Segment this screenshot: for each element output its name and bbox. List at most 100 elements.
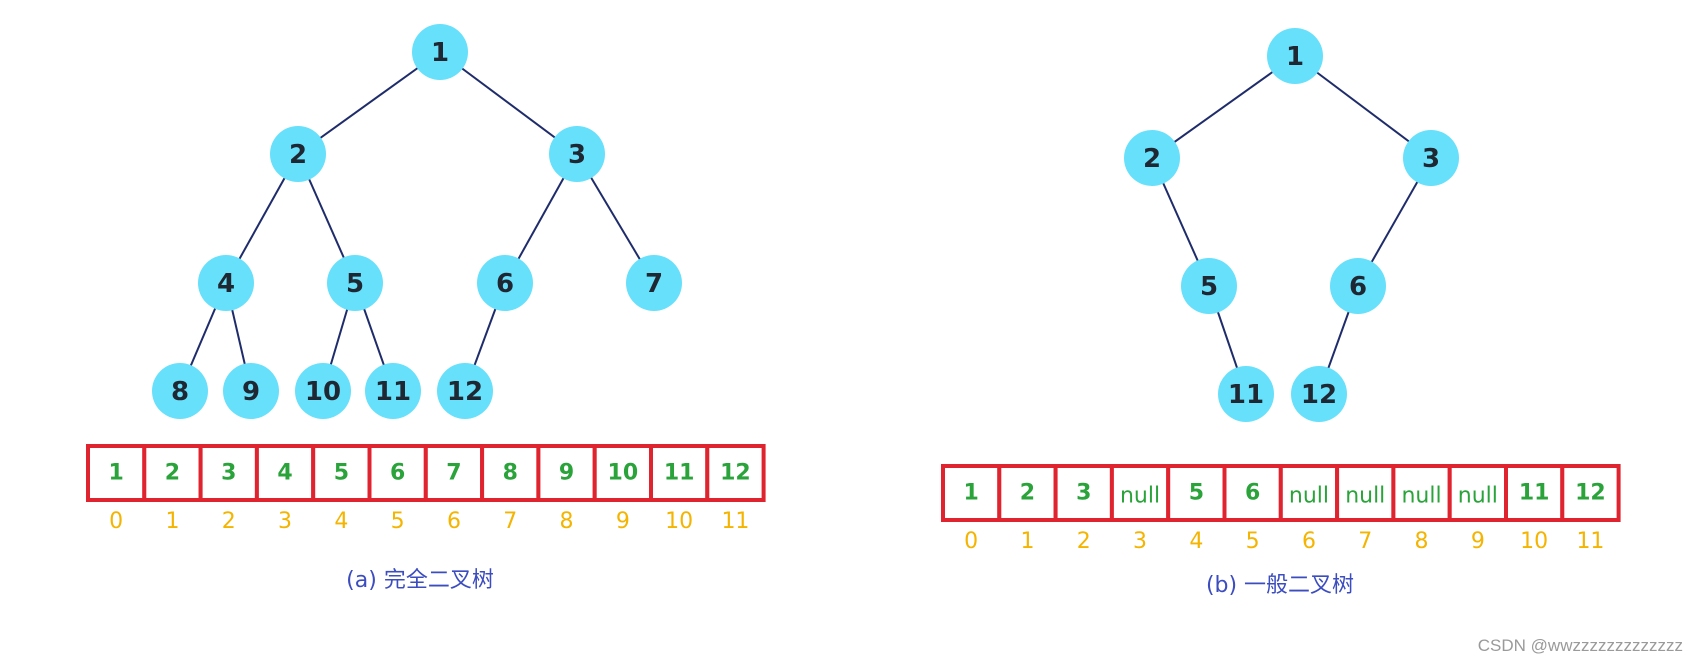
array-cell-box	[1222, 464, 1283, 522]
array-cell: 3	[198, 444, 259, 502]
tree-node-1: 1	[1267, 28, 1323, 84]
array-index-label: 9	[616, 509, 630, 534]
tree-node-label: 10	[305, 377, 341, 407]
array-index-label: 10	[665, 509, 693, 534]
array-index-label: 8	[1415, 529, 1429, 554]
edge-1-3	[1294, 55, 1432, 159]
array-cell-box	[1504, 464, 1565, 522]
array-index-label: 11	[721, 509, 749, 534]
tree-node-circle	[198, 255, 254, 311]
array-cell-value: 3	[221, 461, 236, 486]
tree-node-circle	[1218, 366, 1274, 422]
array-cell: 5	[1166, 464, 1227, 522]
array-index-label: 0	[964, 529, 978, 554]
tree-node-label: 8	[171, 377, 189, 407]
array-cell-value: 10	[608, 461, 639, 486]
caption-general-binary-tree: (b) 一般二叉树	[1206, 573, 1354, 598]
array-cell: null	[1109, 464, 1171, 522]
array-index-label: 4	[1189, 529, 1203, 554]
tree-node-11: 11	[1218, 366, 1274, 422]
tree-node-circle	[1291, 366, 1347, 422]
array-cell: 10	[592, 444, 654, 502]
tree-node-label: 11	[1228, 380, 1264, 410]
array-cell-value: 5	[1189, 481, 1204, 506]
tree-node-2: 2	[270, 126, 326, 182]
array-cell: 7	[423, 444, 485, 502]
array-cell-value: 1	[963, 481, 978, 506]
tree-node-4: 4	[198, 255, 254, 311]
tree-node-circle	[295, 363, 351, 419]
tree-node-circle	[626, 255, 682, 311]
array-index-label: 2	[222, 509, 236, 534]
tree-node-6: 6	[1330, 258, 1386, 314]
tree-node-circle	[1403, 130, 1459, 186]
tree-node-5: 5	[1181, 258, 1237, 314]
tree-node-label: 6	[496, 269, 514, 299]
tree-node-12: 12	[437, 363, 493, 419]
tree-node-circle	[1124, 130, 1180, 186]
array-cell: 1	[86, 444, 147, 502]
tree-node-circle	[223, 363, 279, 419]
array-cell-value: 1	[108, 461, 123, 486]
tree-node-2: 2	[1124, 130, 1180, 186]
array-cell-value: 11	[1519, 481, 1550, 506]
array-cell: null	[1335, 464, 1396, 522]
array-index-label: 5	[391, 509, 405, 534]
array-index-label: 6	[447, 509, 461, 534]
tree-node-label: 5	[1200, 272, 1218, 302]
array-cell-box	[1391, 464, 1452, 522]
array-cell-box	[86, 444, 147, 502]
array-cell-value: null	[1120, 484, 1160, 509]
array-cell: 3	[1053, 464, 1114, 522]
array-cell: 12	[705, 444, 766, 502]
edge-1-2	[1151, 55, 1296, 159]
tree-node-7: 7	[626, 255, 682, 311]
array-index-label: 4	[334, 509, 348, 534]
array-cell-value: 6	[390, 461, 405, 486]
array-cell: null	[1278, 464, 1340, 522]
array-cell-value: 11	[664, 461, 695, 486]
array-cell-value: 3	[1076, 481, 1091, 506]
array-cell-value: 7	[446, 461, 461, 486]
tree-node-label: 3	[1422, 144, 1440, 174]
caption-complete-binary-tree: (a) 完全二叉树	[346, 568, 494, 593]
tree-node-label: 1	[431, 38, 449, 68]
array-index-label: 1	[165, 509, 179, 534]
array-cell: 12	[1560, 464, 1621, 522]
array-cell: 6	[1222, 464, 1283, 522]
array-cell-value: 2	[1020, 481, 1035, 506]
tree-node-circle	[327, 255, 383, 311]
tree-node-circle	[1330, 258, 1386, 314]
array-cell: 11	[649, 444, 710, 502]
tree-node-5: 5	[327, 255, 383, 311]
array-index-label: 10	[1520, 529, 1548, 554]
tree-node-label: 11	[375, 377, 411, 407]
tree-node-circle	[152, 363, 208, 419]
tree-node-circle	[1267, 28, 1323, 84]
array-index-label: 3	[1133, 529, 1147, 554]
array-cell-value: 9	[559, 461, 574, 486]
tree-node-label: 2	[289, 140, 307, 170]
array-cell-value: null	[1345, 484, 1385, 509]
array-cell-value: 6	[1245, 481, 1260, 506]
array-index-label: 5	[1246, 529, 1260, 554]
tree-node-circle	[477, 255, 533, 311]
tree-node-6: 6	[477, 255, 533, 311]
array-cell-value: 4	[277, 461, 292, 486]
tree-node-label: 2	[1143, 144, 1161, 174]
array-cell-value: 12	[720, 461, 751, 486]
array-cell-value: 2	[165, 461, 180, 486]
array-cell-value: null	[1458, 484, 1498, 509]
tree-node-label: 7	[645, 269, 663, 299]
array-cell: 5	[311, 444, 372, 502]
array-cell-value: null	[1289, 484, 1329, 509]
array-index-label: 9	[1471, 529, 1485, 554]
array-cell: 11	[1504, 464, 1565, 522]
tree-node-9: 9	[223, 363, 279, 419]
array-cell-box	[1560, 464, 1621, 522]
array-index-label: 7	[1358, 529, 1372, 554]
edge-1-2	[297, 51, 441, 155]
